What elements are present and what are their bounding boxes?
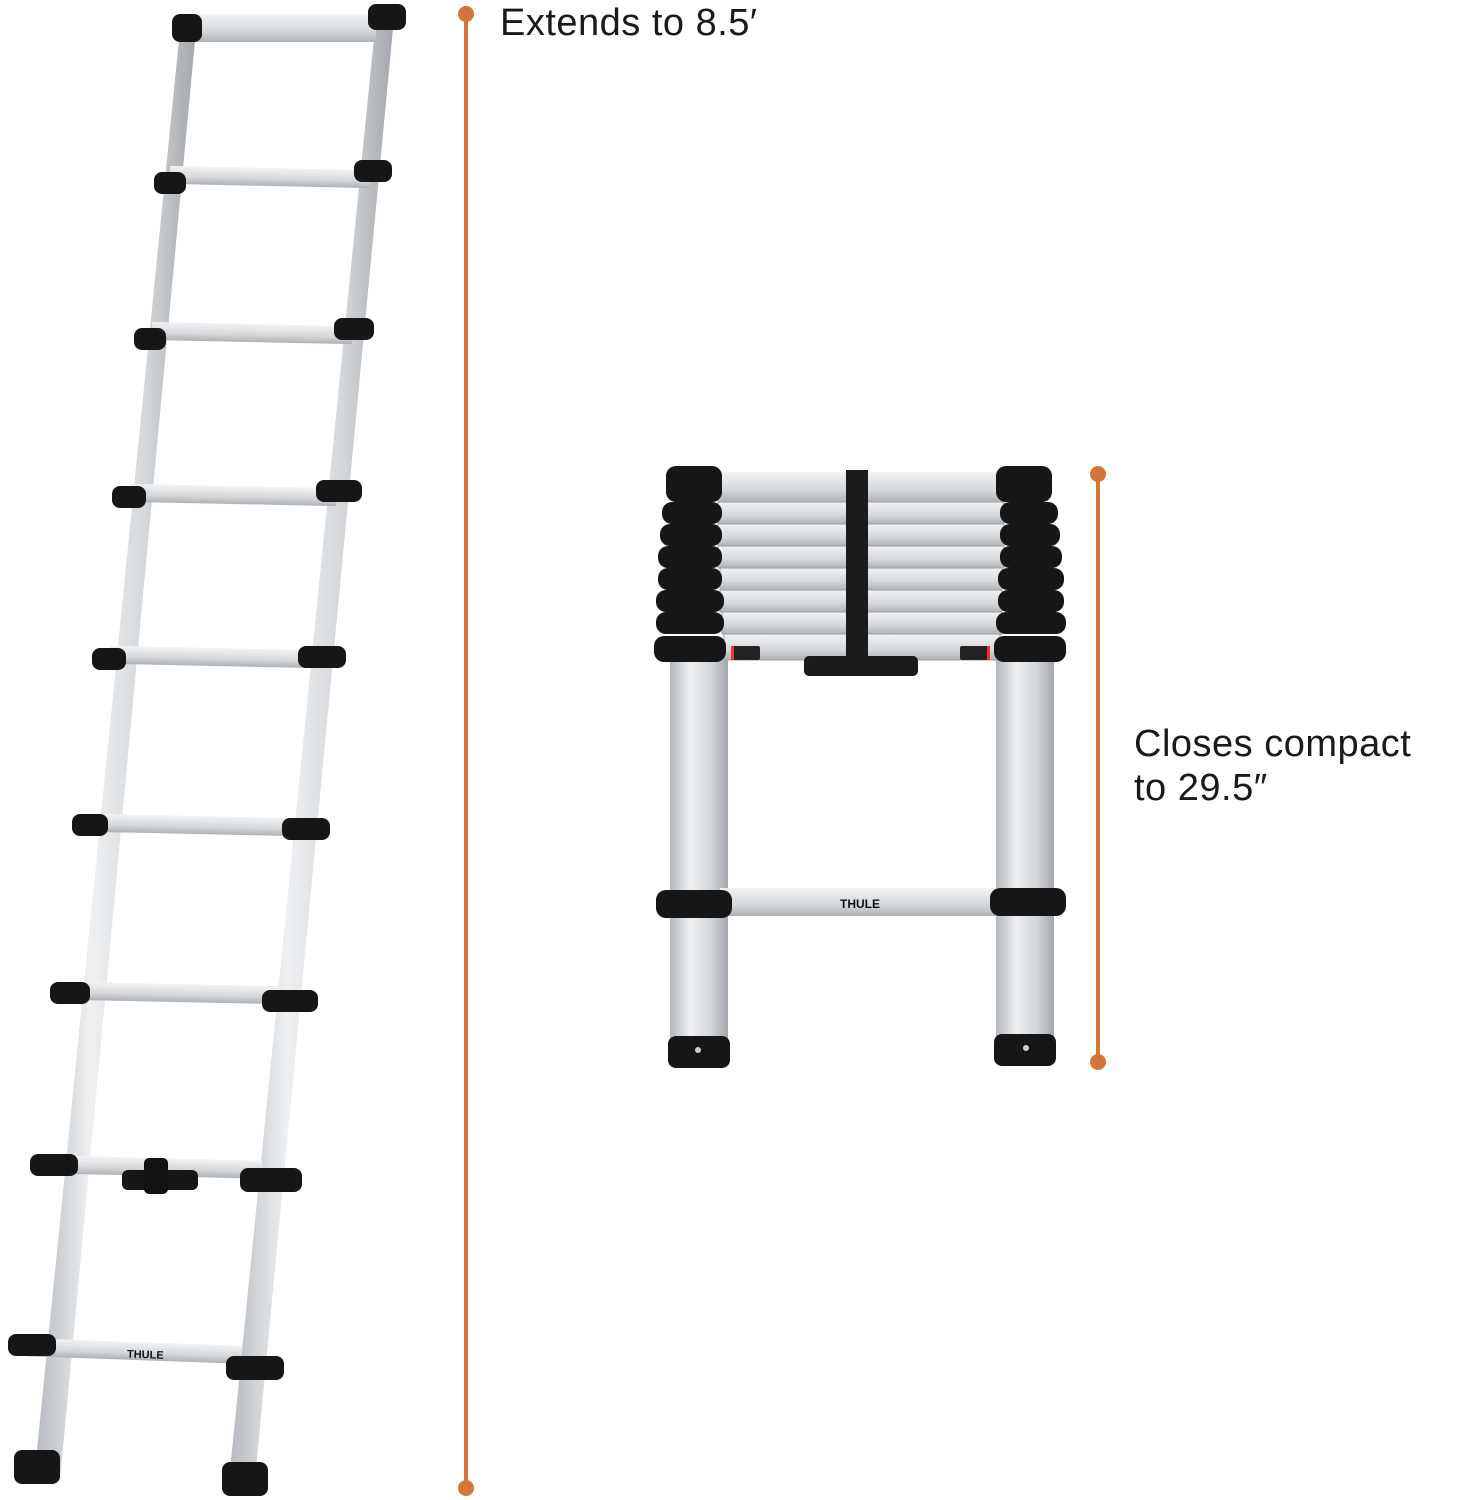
compact-length-line2: to 29.5″ [1134, 767, 1268, 809]
extended-ladder: THULE [8, 4, 406, 1496]
extended-dimension-marker [458, 6, 474, 1496]
collapsed-ladder: THULE [654, 466, 1066, 1068]
extended-rungs [8, 160, 392, 1380]
compact-length-line1: Closes compact [1134, 723, 1412, 765]
compact-dimension-marker [1090, 466, 1106, 1070]
compact-length-label: Closes compact to 29.5″ [1134, 722, 1411, 810]
velcro-strap [846, 470, 868, 660]
extended-left-foot [14, 1450, 60, 1484]
extended-right-foot [222, 1462, 268, 1496]
extended-brand-mark: THULE [127, 1349, 164, 1362]
carry-handle [804, 656, 918, 676]
collapsed-brand-mark: THULE [840, 897, 880, 911]
extended-length-label: Extends to 8.5′ [500, 2, 758, 44]
